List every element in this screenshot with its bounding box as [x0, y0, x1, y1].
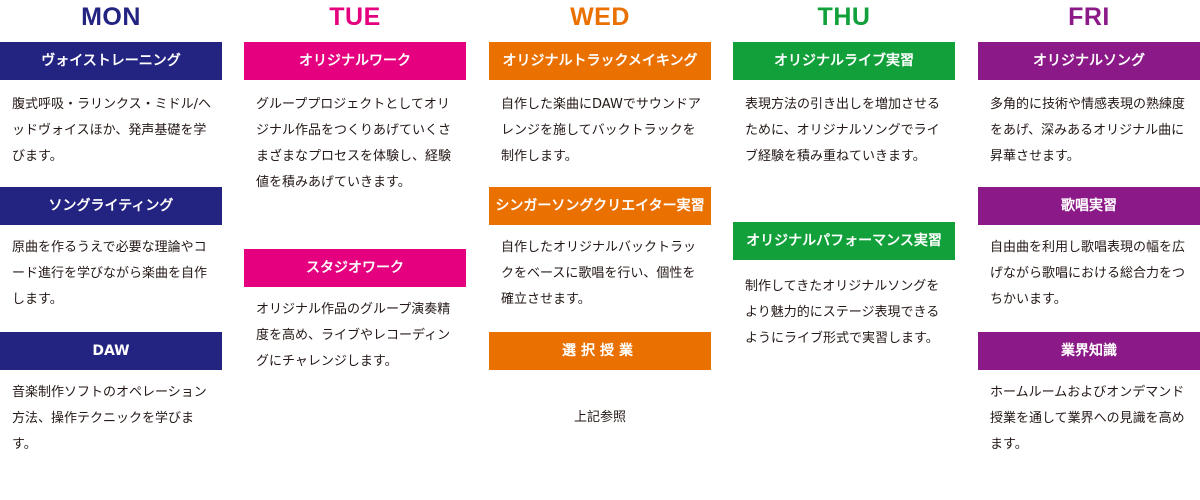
course-desc-voice-training: 腹式呼吸・ラリンクス・ミドル/ヘッドヴォイスほか、発声基礎を学びます。 [12, 97, 211, 164]
course-title-singing-practice: 歌唱実習 [978, 187, 1200, 225]
column-tue: TUE オリジナルワーク グループプロジェクトとしてオリジナル作品をつくりあげて… [244, 0, 466, 500]
course-desc-original-song: 多角的に技術や情感表現の熟練度をあげ、深みあるオリジナル曲に昇華させます。 [990, 97, 1186, 164]
course-title-songwriting: ソングライティング [0, 187, 222, 225]
course-title-original-song: オリジナルソング [978, 42, 1200, 80]
course-note-elective: 上記参照 [573, 410, 626, 425]
column-fri: FRI オリジナルソング 多角的に技術や情感表現の熟練度をあげ、深みあるオリジナ… [978, 0, 1200, 500]
course-desc-performance-practice: 制作してきたオリジナルソングをより魅力的にステージ表現できるようにライブ形式で実… [745, 279, 940, 346]
course-desc-daw: 音楽制作ソフトのオペレーション方法、操作テクニックを学びます。 [12, 385, 207, 452]
course-title-live-practice: オリジナルライブ実習 [733, 42, 955, 80]
course-desc-industry-knowledge: ホームルームおよびオンデマンド授業を通して業界への見識を高めます。 [990, 385, 1185, 452]
column-thu: THU オリジナルライブ実習 表現方法の引き出しを増加させるために、オリジナルソ… [733, 0, 955, 500]
course-title-track-making: オリジナルトラックメイキング [489, 42, 711, 80]
course-title-singer-songwriter: シンガーソングクリエイター実習 [489, 187, 711, 225]
course-desc-songwriting: 原曲を作るうえで必要な理論やコード進行を学びながら楽曲を自作します。 [12, 240, 208, 307]
course-desc-original-work: グループプロジェクトとしてオリジナル作品をつくりあげていくさまざまなプロセスを体… [256, 97, 452, 190]
column-mon: MON ヴォイストレーニング 腹式呼吸・ラリンクス・ミドル/ヘッドヴォイスほか、… [0, 0, 222, 500]
column-wed: WED オリジナルトラックメイキング 自作した楽曲にDAWでサウンドアレンジを施… [489, 0, 711, 500]
course-desc-track-making: 自作した楽曲にDAWでサウンドアレンジを施してバックトラックを制作します。 [501, 97, 701, 164]
course-title-performance-practice: オリジナルパフォーマンス実習 [733, 222, 955, 260]
course-title-original-work: オリジナルワーク [244, 42, 466, 80]
day-label-mon: MON [81, 3, 141, 31]
day-label-fri: FRI [1068, 3, 1110, 31]
course-title-daw: DAW [0, 332, 222, 370]
course-desc-singer-songwriter: 自作したオリジナルバックトラックをベースに歌唱を行い、個性を確立させます。 [501, 240, 697, 307]
course-title-voice-training: ヴォイストレーニング [0, 42, 222, 80]
course-title-industry-knowledge: 業界知識 [978, 332, 1200, 370]
day-label-wed: WED [570, 3, 630, 31]
course-desc-live-practice: 表現方法の引き出しを増加させるために、オリジナルソングでライブ経験を積み重ねてい… [745, 97, 941, 164]
course-title-studio-work: スタジオワーク [244, 249, 466, 287]
day-label-tue: TUE [329, 3, 381, 31]
day-label-thu: THU [817, 3, 871, 31]
course-desc-studio-work: オリジナル作品のグループ演奏精度を高め、ライブやレコーディングにチャレンジします… [256, 302, 451, 369]
course-title-elective: 選択授業 [489, 332, 711, 370]
course-desc-singing-practice: 自由曲を利用し歌唱表現の幅を広げながら歌唱における総合力をつちかいます。 [990, 240, 1186, 307]
